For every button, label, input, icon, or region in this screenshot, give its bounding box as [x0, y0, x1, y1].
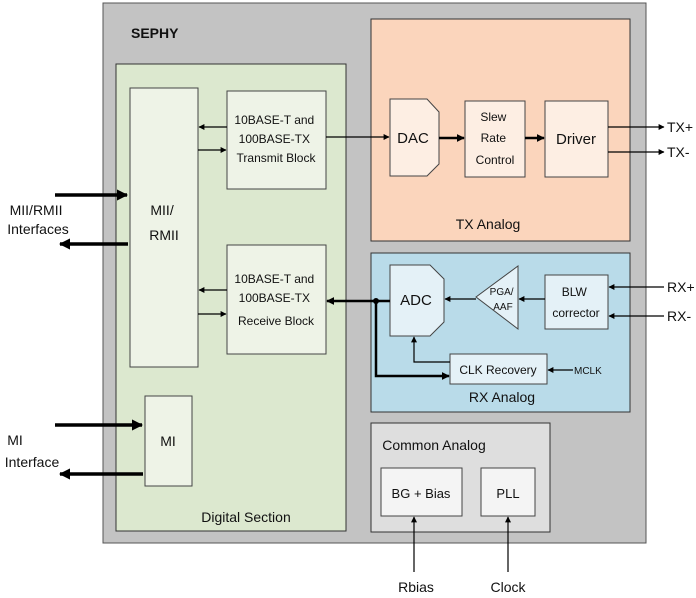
driver-block: [544, 100, 609, 178]
tx-analog-title: TX Analog: [456, 216, 521, 232]
mi-block: [144, 395, 193, 487]
arrow-clk-recovery-to-adc: [411, 336, 450, 363]
bg-bias-block: [380, 467, 463, 517]
rx-analog-title: RX Analog: [469, 389, 535, 405]
blw-corrector-label: BLW corrector: [552, 285, 599, 320]
pll-block: [480, 467, 536, 517]
mii-rmii-block: [129, 87, 199, 368]
slew-rate-control-block: [464, 100, 526, 178]
transmit-block: [226, 90, 327, 190]
receive-block: [226, 244, 327, 355]
tx-minus-label: TX-: [667, 144, 690, 160]
common-analog-title: Common Analog: [382, 437, 486, 453]
clk-recovery-label: CLK Recovery: [459, 363, 536, 377]
rx-minus-label: RX-: [667, 308, 691, 324]
mii-rmii-interfaces-label: MII/RMII Interfaces: [7, 202, 68, 237]
pga-aaf-label: PGA/ AAF: [490, 287, 517, 313]
mii-rmii-block-label: MII/ RMII: [149, 202, 179, 243]
driver-label: Driver: [556, 131, 596, 148]
bg-bias-label: BG + Bias: [392, 486, 451, 501]
digital-section-title: Digital Section: [201, 509, 291, 525]
clk-recovery-block: [449, 353, 548, 385]
tx-plus-label: TX+: [667, 119, 693, 135]
mclk-label: MCLK: [574, 366, 602, 377]
adc-label: ADC: [400, 292, 432, 309]
slew-rate-control-label: Slew Rate Control: [476, 110, 515, 167]
mi-block-label: MI: [160, 433, 176, 449]
rx-plus-label: RX+: [667, 279, 695, 295]
blw-corrector-block: [544, 274, 609, 330]
transmit-block-label: 10BASE-T and 100BASE-TX Transmit Block: [234, 113, 317, 165]
adc-block: [389, 264, 445, 337]
rbias-label: Rbias: [398, 579, 434, 595]
pga-aaf-block: [475, 265, 519, 331]
pll-label: PLL: [496, 486, 519, 501]
dac-label: DAC: [397, 130, 429, 147]
dac-block: [389, 98, 440, 177]
receive-block-label: 10BASE-T and 100BASE-TX Receive Block: [234, 272, 317, 328]
arrow-adc-to-clk-recovery: [374, 301, 450, 381]
mi-interface-label: MI Interface: [5, 432, 60, 470]
chip-title: SEPHY: [131, 25, 179, 41]
clock-label: Clock: [490, 579, 526, 595]
